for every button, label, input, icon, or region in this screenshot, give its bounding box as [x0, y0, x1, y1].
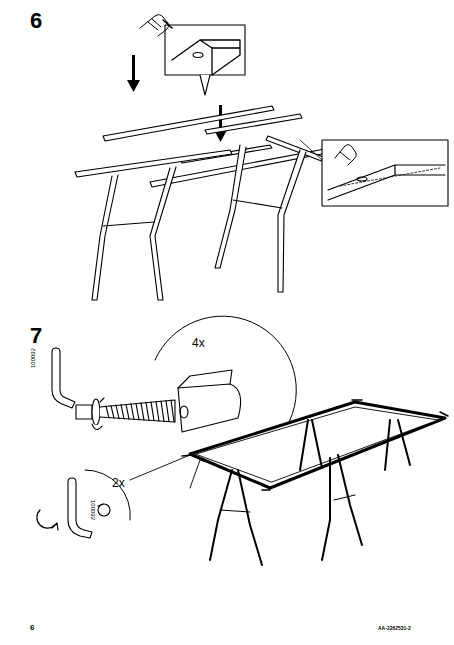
- page-number: 6: [30, 624, 34, 632]
- thread-stroke: [156, 402, 159, 422]
- document-code: AA-2262531-2: [378, 626, 411, 631]
- thread-pattern: [106, 400, 174, 422]
- zoom-box-top: [165, 25, 245, 95]
- thread-stroke: [126, 404, 129, 419]
- thread-stroke: [146, 402, 149, 420]
- trestle-left: [75, 150, 232, 300]
- step-number: 6: [30, 10, 42, 32]
- thread-stroke: [166, 401, 169, 422]
- hand-icon-top: [140, 15, 172, 36]
- thread-stroke: [121, 405, 124, 419]
- zoom-box-right: [300, 140, 448, 206]
- part-number: 100092: [90, 500, 96, 520]
- thread-stroke: [136, 403, 139, 420]
- thread-stroke: [106, 406, 109, 418]
- quantity-label: 2x: [112, 477, 125, 489]
- thread-stroke: [141, 403, 144, 420]
- table-frame: [182, 400, 448, 565]
- hex-key-top: [52, 348, 75, 408]
- part-number: 100092: [30, 348, 36, 368]
- bolt-washer: [76, 398, 175, 430]
- thread-stroke: [116, 405, 119, 419]
- quantity-label: 4x: [192, 337, 205, 349]
- thread-stroke: [171, 400, 174, 422]
- thread-stroke: [131, 404, 134, 420]
- step-number: 7: [30, 325, 42, 347]
- thread-stroke: [111, 406, 114, 419]
- thread-stroke: [151, 402, 154, 421]
- thread-stroke: [161, 401, 164, 421]
- hex-key-bottom: [37, 455, 190, 538]
